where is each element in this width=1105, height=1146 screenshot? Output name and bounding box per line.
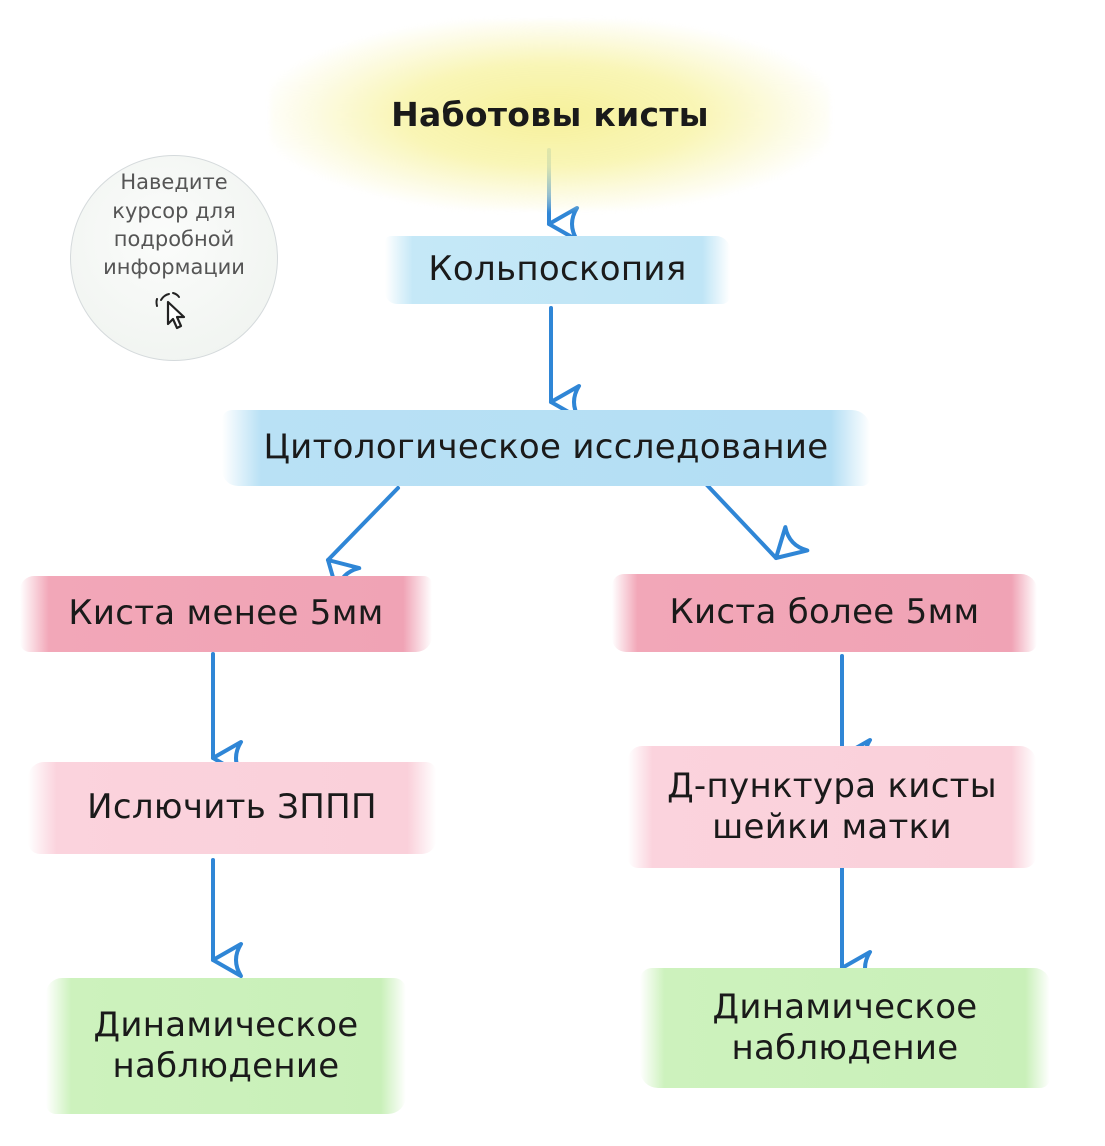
node-cyst-more-5mm[interactable]: Киста более 5мм [612,574,1037,652]
arrow-cytology-to-cyst-more [704,482,810,560]
diagram-title: Наботовы кисты [270,20,830,210]
node-exclude-std[interactable]: Ислючить ЗППП [28,762,436,854]
node-observation-right[interactable]: Динамическое наблюдение [640,968,1050,1088]
node-puncture-label: Д-пунктура кисты шейки матки [667,765,997,847]
node-observation-left-label: Динамическое наблюдение [93,1004,359,1086]
node-puncture[interactable]: Д-пунктура кисты шейки матки [628,746,1036,868]
hint-badge: Наведите курсор для подробной информации [70,155,278,361]
arrow-cytology-to-cyst-less [326,486,400,593]
node-cyst-more-label: Киста более 5мм [669,592,980,633]
node-observation-left[interactable]: Динамическое наблюдение [46,978,406,1114]
node-cytology[interactable]: Цитологическое исследование [222,410,870,486]
node-cyst-less-5mm[interactable]: Киста менее 5мм [20,576,432,652]
node-exclude-std-label: Ислючить ЗППП [87,787,377,828]
node-colposcopy-label: Кольпоскопия [428,249,687,290]
node-observation-right-label: Динамическое наблюдение [712,986,978,1068]
node-colposcopy[interactable]: Кольпоскопия [385,236,730,304]
node-cytology-label: Цитологическое исследование [263,427,829,468]
diagram-title-text: Наботовы кисты [391,94,709,134]
hint-text: Наведите курсор для подробной информации [103,170,245,280]
node-cyst-less-label: Киста менее 5мм [68,593,384,634]
cursor-click-icon [155,291,186,329]
